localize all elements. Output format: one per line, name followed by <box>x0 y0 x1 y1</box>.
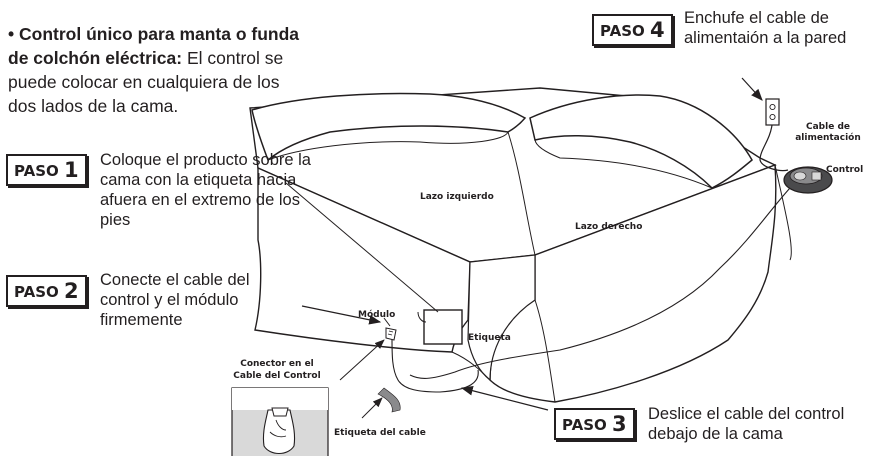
step-2-text: Conecte el cable del control y el módulo… <box>100 271 250 329</box>
paso2-pointer <box>301 305 382 325</box>
step-2-tag: PASO <box>14 283 59 301</box>
left-pillow <box>251 92 527 162</box>
step-3-number: 3 <box>612 412 627 436</box>
paso3-pointer <box>460 386 549 411</box>
step-4-badge: PASO 4 <box>592 14 673 46</box>
step-3-badge: PASO 3 <box>554 408 635 440</box>
connector-label: Conector en el Cable del Control <box>233 359 321 381</box>
cable-tag-strip <box>377 387 401 413</box>
control-label: Control <box>826 165 864 175</box>
step-1-tag: PASO <box>14 162 59 180</box>
step-2-number: 2 <box>64 279 79 303</box>
step-2-badge: PASO 2 <box>6 275 87 307</box>
step-4-text: Enchufe el cable de alimentaión a la par… <box>684 9 847 47</box>
module-label: Módulo <box>358 310 396 320</box>
right-zone-label: Lazo derecho <box>575 222 643 232</box>
control-cable <box>409 187 791 379</box>
tag-box <box>423 309 463 345</box>
right-pillow <box>529 94 753 189</box>
step-3-tag: PASO <box>562 416 607 434</box>
left-zone-label: Lazo izquierdo <box>420 192 494 202</box>
bullet-note: • Control único para manta o funda de co… <box>8 22 308 118</box>
step-1-number: 1 <box>64 158 79 182</box>
power-cord <box>759 124 789 172</box>
step-4-tag: PASO <box>600 22 645 40</box>
step-4-number: 4 <box>650 18 665 42</box>
connector-pointer <box>339 339 385 381</box>
bullet-heading: Control único para manta o funda de colc… <box>8 24 300 68</box>
cable-tag-label: Etiqueta del cable <box>334 428 426 438</box>
paso4-pointer <box>741 77 763 101</box>
cable-tag-pointer <box>361 397 383 419</box>
module-connector <box>385 327 397 341</box>
step-3-text: Deslice el cable del control debajo de l… <box>648 405 845 443</box>
tag-label: Etiqueta <box>468 333 511 343</box>
wall-outlet <box>765 98 780 126</box>
power-cord-label: Cable de alimentación <box>795 122 861 143</box>
paso1-pointer <box>285 182 439 313</box>
step-1-text: Coloque el producto sobre la cama con la… <box>100 151 311 229</box>
bullet-body: El control se puede colocar en cualquier… <box>8 48 284 116</box>
bullet-marker: • <box>8 24 15 44</box>
module-pointer <box>383 317 391 327</box>
step-1-badge: PASO 1 <box>6 154 87 186</box>
